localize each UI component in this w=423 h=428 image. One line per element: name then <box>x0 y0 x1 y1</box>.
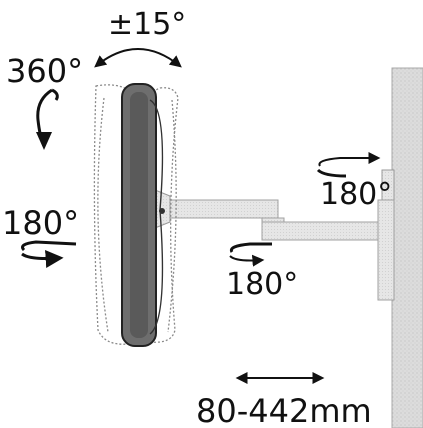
articulating-arm <box>167 199 395 301</box>
curved-arrow-down-icon <box>36 88 59 150</box>
arm-joint-lower-label: 180° <box>226 267 298 302</box>
pan-screen-label: 180° <box>2 204 79 242</box>
rotate-arrow-icon-upper <box>316 152 381 178</box>
tilt-label: ±15° <box>108 7 186 42</box>
arm-joint-upper-label: 180° <box>320 177 392 212</box>
rotate-arrow-icon <box>21 240 77 268</box>
tv-screen <box>121 83 164 347</box>
rotate-arrow-icon-lower <box>229 242 272 267</box>
swivel-label: 360° <box>6 52 83 90</box>
wall <box>391 67 423 428</box>
extension-range-label: 80-442mm <box>196 392 372 428</box>
double-arrow-arc-icon <box>94 48 182 68</box>
